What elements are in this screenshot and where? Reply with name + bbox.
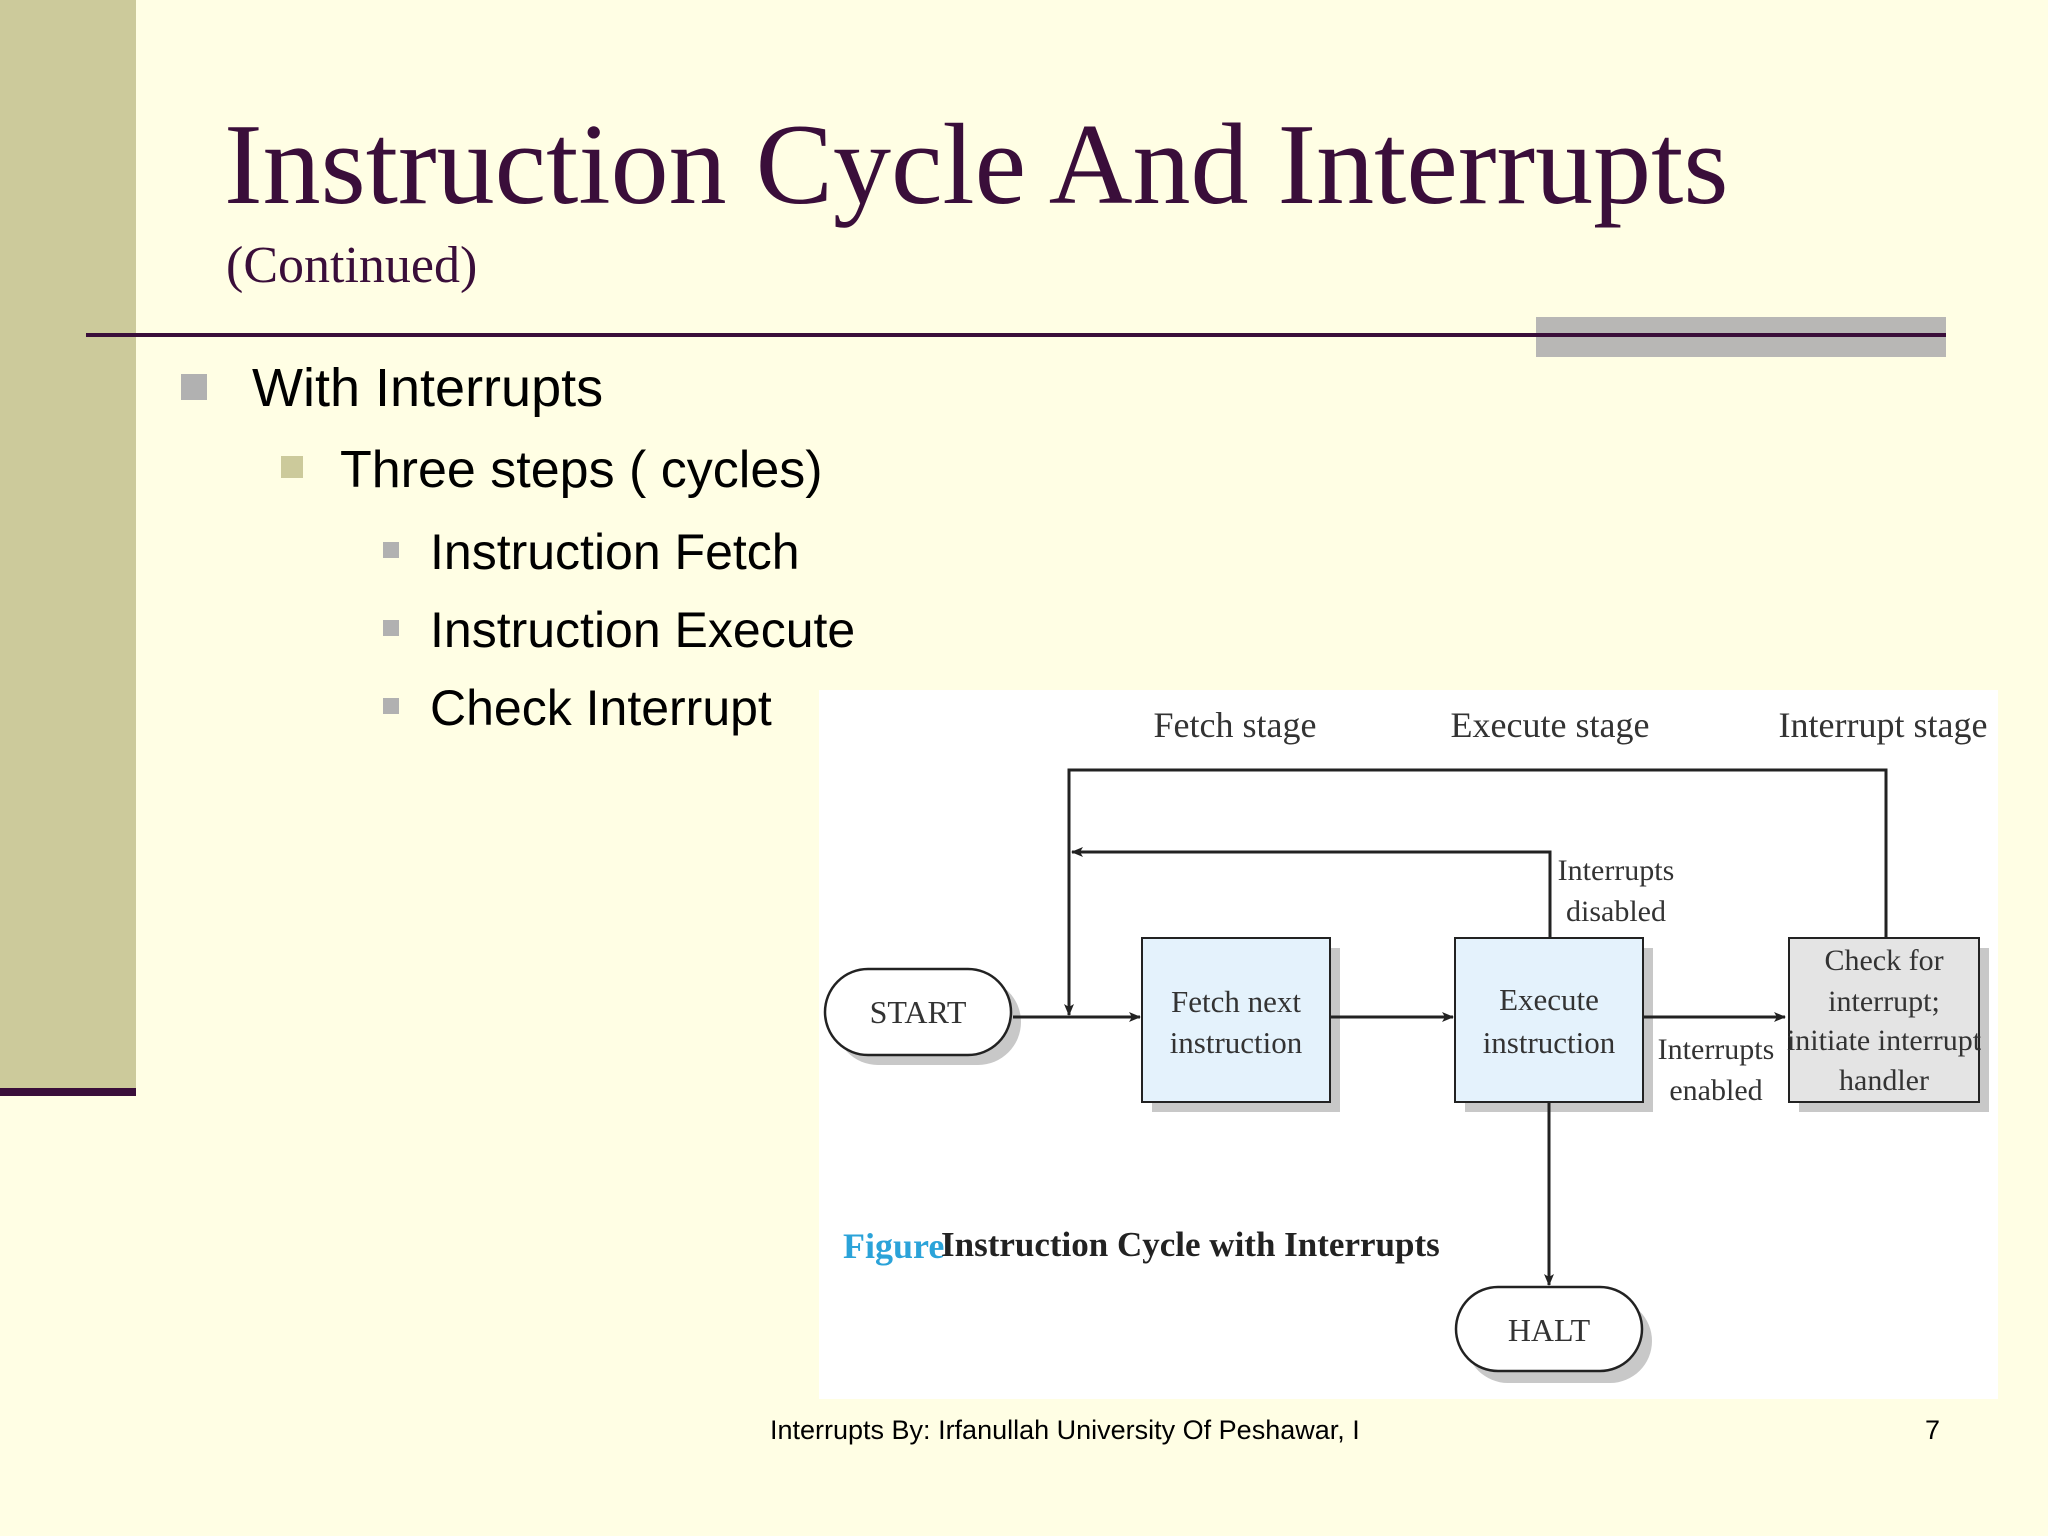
instruction-cycle-figure: Fetch stage Execute stage Interrupt stag…	[819, 690, 1998, 1399]
bullet-marker-level3	[383, 542, 399, 558]
fetch-stage-label: Fetch stage	[1154, 705, 1317, 745]
slide-subtitle: (Continued)	[226, 237, 478, 294]
execute-box-label-1: Execute	[1499, 982, 1599, 1017]
interrupts-disabled-label: Interrupts	[1558, 854, 1675, 887]
interrupt-return-edge	[1064, 768, 1888, 1016]
bullet-marker-level1	[181, 374, 207, 400]
bullet-marker-level3	[383, 620, 399, 636]
check-box-label-2: interrupt;	[1828, 985, 1940, 1018]
execute-box-label-2: instruction	[1483, 1025, 1616, 1060]
interrupt-stage-label: Interrupt stage	[1779, 705, 1988, 745]
flow-diagram: Fetch stage Execute stage Interrupt stag…	[823, 705, 1989, 1383]
bullet-instruction-fetch: Instruction Fetch	[430, 524, 800, 580]
interrupts-enabled-label-2: enabled	[1669, 1074, 1762, 1107]
halt-node	[1454, 1285, 1644, 1373]
figure-caption: Instruction Cycle with Interrupts	[941, 1225, 1440, 1264]
execute-stage-label: Execute stage	[1451, 705, 1650, 745]
title-accent-bar	[1536, 317, 1946, 357]
fetch-box-label-1: Fetch next	[1171, 984, 1301, 1019]
left-band-underline	[0, 1088, 136, 1096]
halt-label: HALT	[1508, 1312, 1591, 1348]
start-node	[823, 967, 1013, 1057]
check-box-label-3: initiate interrupt	[1787, 1024, 1982, 1057]
bullet-marker-level2	[281, 456, 303, 478]
execute-box	[1454, 937, 1644, 1103]
bullet-with-interrupts: With Interrupts	[252, 358, 604, 418]
bullet-instruction-execute: Instruction Execute	[430, 602, 856, 658]
check-box-label-4: handler	[1839, 1064, 1929, 1097]
slide-footer: Interrupts By: Irfanullah University Of …	[770, 1415, 1360, 1445]
check-box-label-1: Check for	[1824, 944, 1943, 977]
start-label: START	[870, 994, 967, 1030]
title-rule	[86, 333, 1946, 337]
check-interrupt-box	[1788, 937, 1980, 1103]
slide-title: Instruction Cycle And Interrupts	[224, 101, 1729, 229]
bullet-check-interrupt: Check Interrupt	[430, 680, 772, 736]
interrupts-disabled-edge	[1071, 847, 1552, 937]
fetch-box-label-2: instruction	[1170, 1025, 1303, 1060]
bullet-three-steps: Three steps ( cycles)	[340, 441, 823, 499]
fetch-box	[1141, 937, 1331, 1103]
page-number: 7	[1924, 1415, 1940, 1445]
left-accent-band	[0, 0, 136, 1088]
interrupts-enabled-label: Interrupts	[1658, 1033, 1775, 1066]
interrupts-disabled-label-2: disabled	[1566, 895, 1666, 928]
bullet-marker-level3	[383, 698, 399, 714]
figure-caption-prefix: Figure	[843, 1226, 944, 1266]
